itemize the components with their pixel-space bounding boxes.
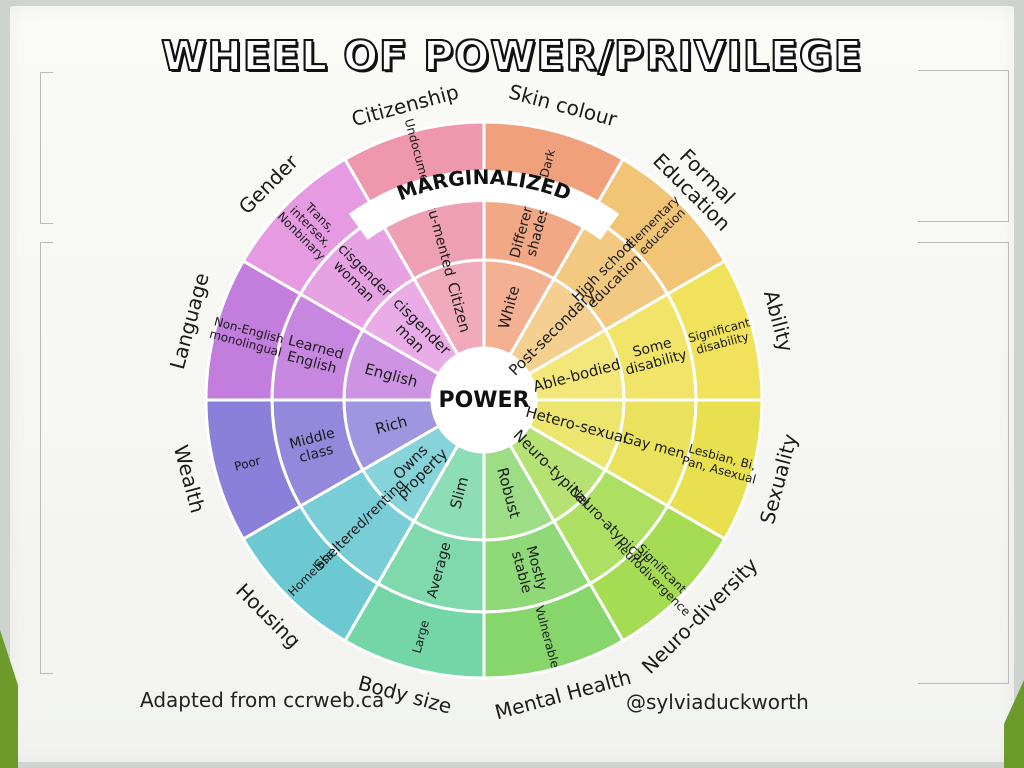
wedge-label-outer-8: Poor	[233, 453, 262, 473]
page-title: WHEEL OF POWER/PRIVILEGE	[160, 31, 863, 81]
frame-corner-right	[918, 242, 1009, 684]
author-handle: @sylviaduckworth	[626, 690, 809, 714]
frame-corner-left-top	[40, 72, 53, 224]
marginalized-banner	[348, 170, 620, 240]
category-label-2: Ability	[759, 288, 798, 355]
category-label-8: Wealth	[169, 442, 210, 515]
frame-corner-left	[40, 242, 53, 674]
center-power-label: POWER	[438, 388, 529, 413]
wedge-label-middle-5: Mostlystable	[508, 544, 550, 596]
wheel-center	[432, 348, 536, 452]
frame-corner-right-top	[918, 70, 1009, 222]
category-label-3: Sexuality	[755, 431, 802, 526]
credit-text: Adapted from ccrweb.ca	[140, 688, 385, 712]
category-label-9: Language	[165, 270, 214, 372]
